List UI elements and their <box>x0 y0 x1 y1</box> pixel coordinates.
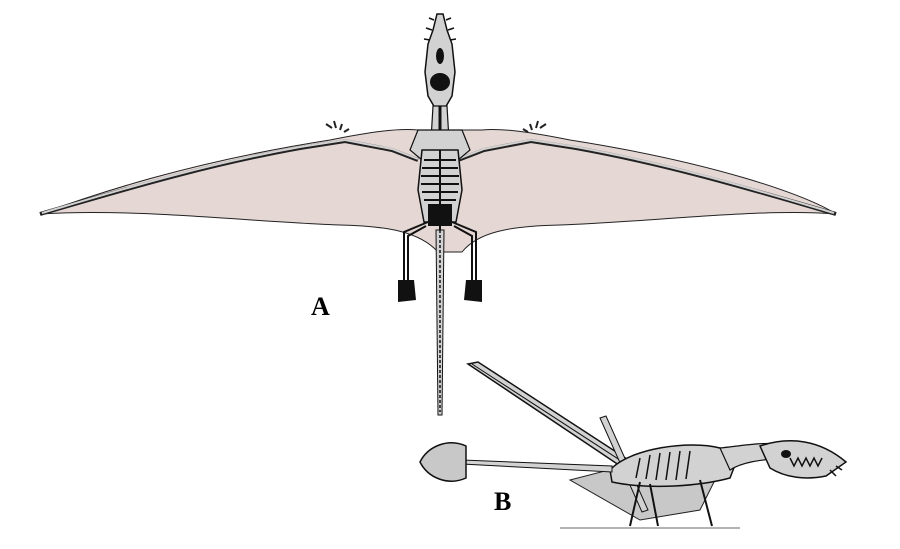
pterosaur-lateral-view <box>419 361 848 529</box>
lateral-tail <box>461 459 613 473</box>
lateral-head <box>758 440 848 479</box>
pterosaur-dorsal-view <box>39 13 837 416</box>
right-hand-claws <box>522 120 547 133</box>
left-leg <box>403 221 429 280</box>
right-foot <box>464 280 482 302</box>
lateral-body <box>609 444 742 488</box>
left-foot <box>398 280 416 302</box>
panel-label-a: A <box>311 292 330 321</box>
panel-label-b: B <box>494 487 512 516</box>
lateral-legs <box>629 479 713 527</box>
right-leg <box>451 221 477 280</box>
tail-vane <box>419 442 467 482</box>
left-hand-claws <box>325 120 350 133</box>
